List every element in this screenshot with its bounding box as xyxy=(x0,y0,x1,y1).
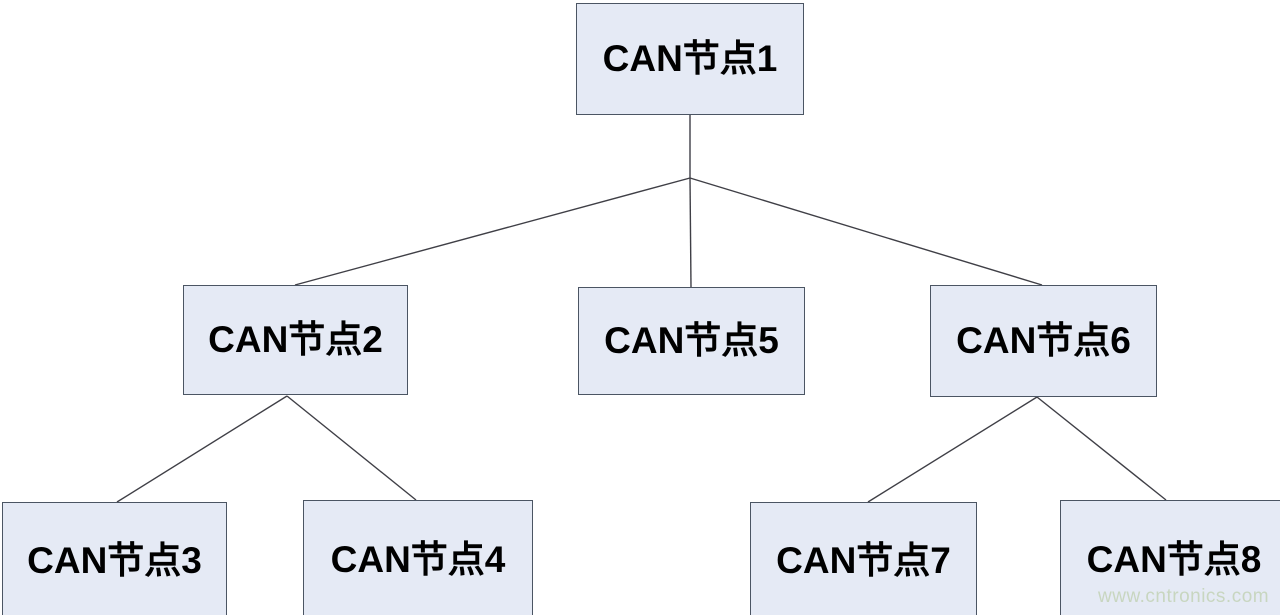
node-label: CAN节点8 xyxy=(1086,538,1262,580)
node-label: CAN节点2 xyxy=(208,318,383,360)
node-label: CAN节点5 xyxy=(604,319,779,361)
edge-junction-node5 xyxy=(689,177,692,288)
node-can-8[interactable]: CAN节点8 xyxy=(1060,500,1280,615)
edge-node2-node3 xyxy=(116,395,288,503)
edge-junction-node6 xyxy=(689,177,1043,286)
node-can-5[interactable]: CAN节点5 xyxy=(578,287,805,395)
node-label: CAN节点4 xyxy=(330,538,506,580)
edge-junction-node2 xyxy=(294,177,691,286)
node-label: CAN节点7 xyxy=(776,539,951,581)
node-can-2[interactable]: CAN节点2 xyxy=(183,285,408,395)
node-label: CAN节点6 xyxy=(956,319,1131,361)
node-can-7[interactable]: CAN节点7 xyxy=(750,502,977,615)
node-can-6[interactable]: CAN节点6 xyxy=(930,285,1157,397)
edge-node2-node4 xyxy=(286,395,417,501)
edge-node6-node8 xyxy=(1036,396,1167,501)
node-can-4[interactable]: CAN节点4 xyxy=(303,500,533,615)
node-label: CAN节点3 xyxy=(27,539,202,581)
edge-node6-node7 xyxy=(867,396,1038,503)
node-can-1[interactable]: CAN节点1 xyxy=(576,3,804,115)
node-label: CAN节点1 xyxy=(602,37,778,79)
node-can-3[interactable]: CAN节点3 xyxy=(2,502,227,615)
site-watermark: www.cntronics.com xyxy=(1098,586,1270,607)
